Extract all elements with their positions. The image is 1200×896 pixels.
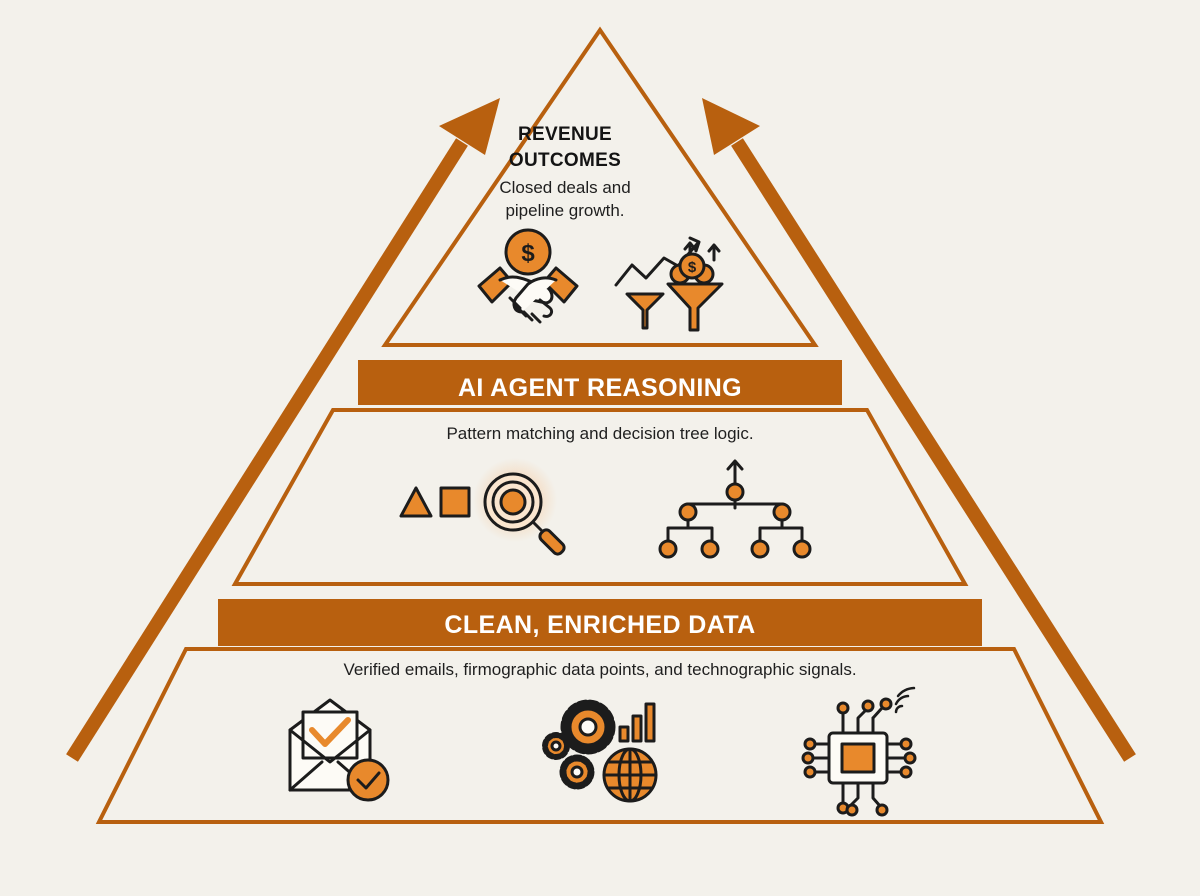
left-up-arrow — [66, 98, 500, 762]
top-title-line-1: REVENUE — [518, 124, 612, 145]
top-title-line-2: OUTCOMES — [508, 150, 622, 171]
revenue-outcomes-title: REVENUE OUTCOMES — [450, 122, 680, 174]
bottom-tier-outline — [95, 647, 1105, 824]
shapes-magnifier-icon — [399, 458, 566, 556]
gears-globe-chart-icon — [542, 699, 658, 803]
clean-enriched-data-description: Verified emails, firmographic data point… — [343, 660, 857, 679]
funnel-growth-icon: $ — [614, 236, 724, 332]
middle-tier-band — [358, 360, 842, 405]
bottom-tier-band — [218, 599, 982, 646]
ai-agent-reasoning-title: AI AGENT REASONING — [457, 374, 743, 402]
top-tier-outline — [381, 26, 819, 347]
top-desc-line-1: Closed deals and — [499, 178, 631, 197]
right-up-arrow — [702, 98, 1136, 762]
decision-tree-icon — [658, 459, 812, 559]
svg-text:$: $ — [688, 259, 697, 276]
middle-tier-outline — [231, 408, 969, 586]
ai-agent-reasoning-description: Pattern matching and decision tree logic… — [446, 424, 754, 443]
handshake-dollar-icon: $ — [477, 228, 579, 324]
revenue-outcomes-description: Closed deals and pipeline growth. — [450, 176, 680, 222]
verified-email-icon — [288, 698, 390, 802]
top-desc-line-2: pipeline growth. — [505, 201, 625, 220]
chip-signals-icon — [801, 686, 917, 817]
clean-enriched-data-title: CLEAN, ENRICHED DATA — [444, 611, 756, 639]
svg-text:$: $ — [521, 240, 535, 267]
